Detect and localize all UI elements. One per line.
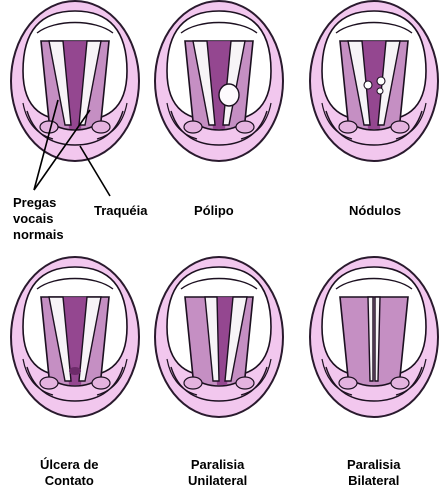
panel-nodulos xyxy=(310,1,438,161)
panel-polipo xyxy=(155,1,283,161)
nodule-right xyxy=(377,77,385,85)
panel-paralisia-bilateral xyxy=(310,257,438,417)
polyp-mass xyxy=(219,84,239,106)
label-nodulos: Nódulos xyxy=(349,203,401,219)
label-polipo: Pólipo xyxy=(194,203,234,219)
label-paralisia-bilateral: Paralisia Bilateral xyxy=(347,457,401,489)
label-traqueia: Traquéia xyxy=(94,203,147,219)
label-ulcera-de-contato: Úlcera de Contato xyxy=(40,457,99,489)
panel-paralisia-unilateral xyxy=(155,257,283,417)
ulcer-spot xyxy=(69,367,81,375)
panel-normal xyxy=(11,1,139,161)
label-paralisia-unilateral: Paralisia Unilateral xyxy=(188,457,247,489)
panel-ulcera xyxy=(11,257,139,417)
nodule-left xyxy=(364,81,372,89)
label-pregas-vocais-normais: Pregas vocais normais xyxy=(13,195,64,243)
